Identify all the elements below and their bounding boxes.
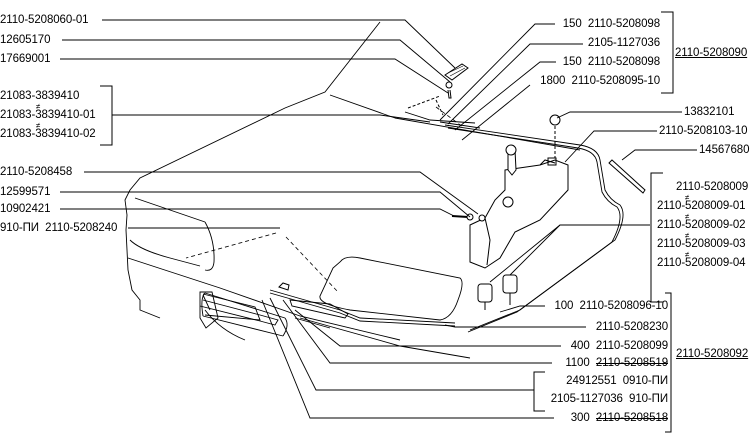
- part-number-label: 2110-5208103-10: [659, 125, 748, 137]
- part-number-label: 300 2110-5208518: [570, 412, 668, 424]
- interchangeable-icon: ≠: [685, 212, 690, 221]
- washer-nozzle-top: [407, 63, 469, 116]
- interchangeable-icon: ≠: [36, 102, 41, 111]
- group-brackets: [100, 11, 674, 433]
- part-number-label: 2110-5208009-01: [657, 200, 746, 212]
- superseded-part-number: 2110-5208519: [595, 357, 668, 369]
- assembly-arrows: [185, 106, 464, 293]
- reservoir-bolts: [451, 114, 561, 222]
- superseded-part-number: 2110-5208518: [595, 412, 668, 424]
- part-number-label: 2105-1127036: [587, 37, 660, 49]
- part-number-label: 12599571: [0, 186, 51, 198]
- part-number-label: 10902421: [0, 203, 51, 215]
- part-number-label: 150 2110-5208098: [562, 18, 660, 30]
- interchangeable-icon: ≠: [36, 121, 41, 130]
- part-number-label: 910-ПИ 2110-5208240: [0, 222, 117, 235]
- door-handle-cylinder: [201, 292, 288, 337]
- assembly-number: 2110-5208090: [675, 47, 748, 59]
- washer-pumps: [477, 274, 518, 310]
- part-number-label: 2110-5208009-04: [657, 257, 746, 269]
- part-number-label: 2110-5208009-02: [657, 219, 746, 231]
- wiper-arm-part: [608, 159, 646, 194]
- part-number-label: 400 2110-5208099: [570, 340, 668, 352]
- part-number-label: 2110-5208230: [595, 321, 668, 333]
- part-number-label: 12605170: [0, 34, 51, 46]
- washer-hoses: [269, 111, 624, 333]
- part-number-label: 2110-5208009: [676, 181, 749, 193]
- rear-trim-bar: [199, 291, 279, 341]
- car-body-outline: [124, 21, 581, 359]
- part-number: 2110-5208240: [45, 222, 118, 234]
- part-number-label: 2110-5208009-03: [657, 238, 746, 250]
- part-number-label: 1100 2110-5208519: [565, 357, 668, 369]
- part-number-label: 13832101: [684, 106, 735, 118]
- part-number-label: 21083-3839410-02: [0, 128, 96, 140]
- leader-lines: [60, 19, 697, 419]
- part-number-label: 150 2110-5208098: [562, 56, 660, 68]
- part-number-label: 2110-5208060-01: [0, 14, 89, 26]
- interchangeable-icon: ≠: [685, 193, 690, 202]
- interchangeable-icon: ≠: [685, 250, 690, 259]
- interchangeable-icon: ≠: [685, 231, 690, 240]
- part-number-label: 21083-3839410-01: [0, 109, 96, 121]
- part-number-label: 21083-3839410: [0, 90, 80, 102]
- part-number-label: 17669001: [0, 53, 51, 65]
- part-number-label: 100 2110-5208096-10: [554, 300, 668, 312]
- part-number-label: 2105-1127036 910-ПИ: [550, 393, 668, 405]
- rear-washer-nozzle: [278, 282, 290, 291]
- assembly-number: 2110-5208092: [676, 348, 749, 360]
- part-number-label: 2110-5208458: [0, 166, 73, 178]
- part-number-label: 1800 2110-5208095-10: [540, 75, 660, 87]
- quantity-label: 910-ПИ: [0, 222, 39, 234]
- part-number-label: 24912551 0910-ПИ: [566, 375, 668, 387]
- part-number-label: 14567680: [699, 144, 750, 156]
- washer-reservoir: [469, 157, 569, 269]
